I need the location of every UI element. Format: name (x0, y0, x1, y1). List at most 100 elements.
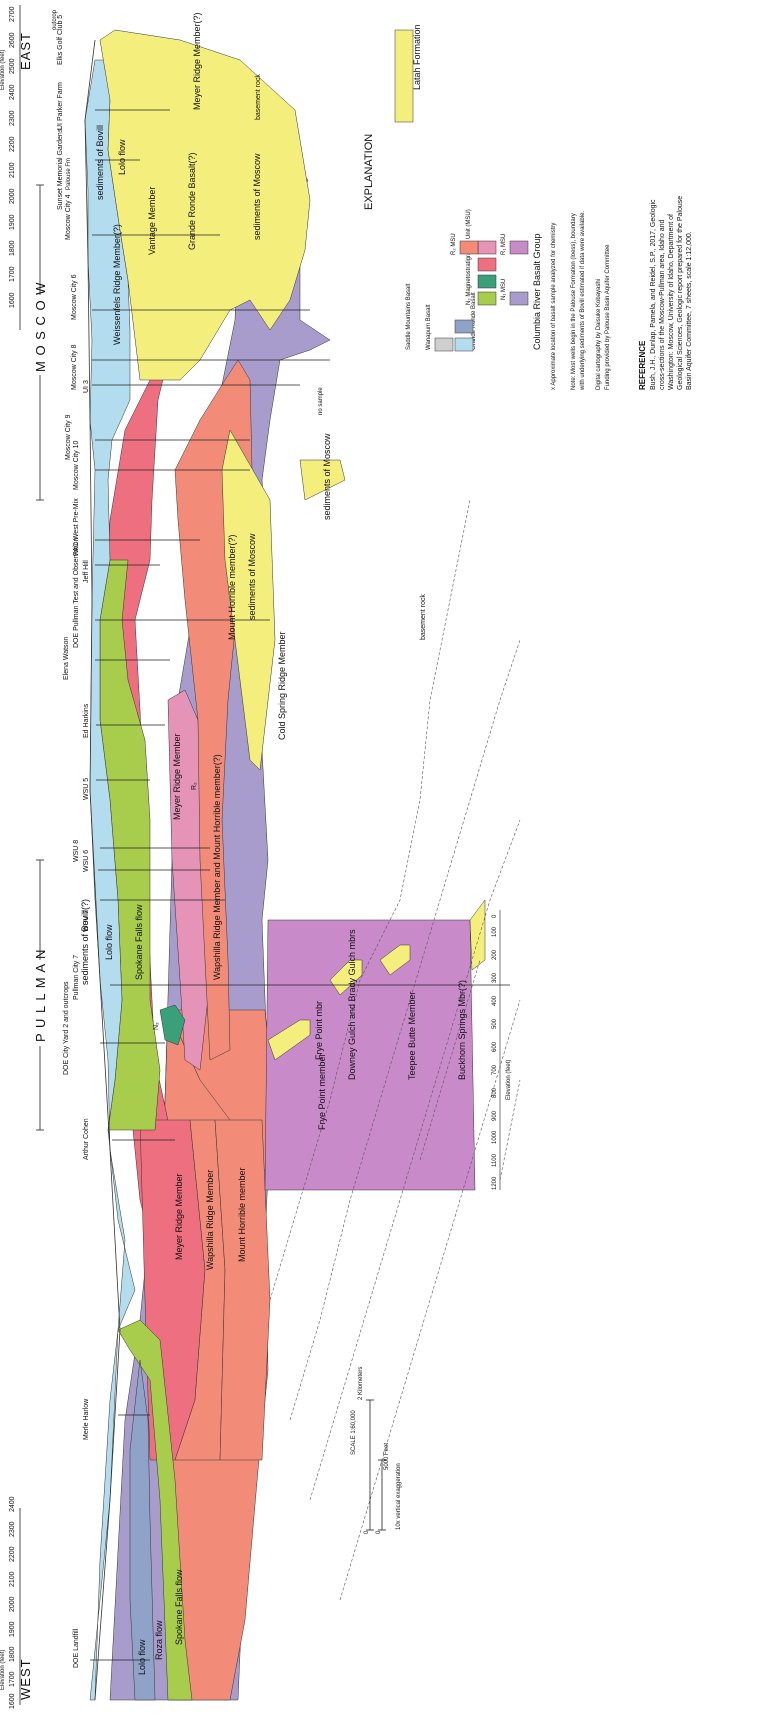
inset-tick: 900 (492, 1110, 498, 1121)
well-label: UI 3 (83, 380, 90, 393)
label-roza-flow: Roza flow (154, 1620, 164, 1660)
well-label: Moscow City 8 (71, 344, 78, 390)
label-frye-point-mbr: Frye Point mbr (314, 1001, 324, 1060)
explanation-r2: R₂ MSU (451, 233, 457, 255)
reference-line-5: Basin Aquifer Committee, 7 sheets, scale… (686, 231, 693, 390)
unit-lower-purple (265, 920, 475, 1190)
label-sediments-moscow-east: sediments of Moscow (322, 433, 332, 520)
explanation-n2: N₂ Magnetostratigraphic Unit (MSU) (466, 209, 472, 305)
well-label: UI Parker Farm (57, 82, 64, 130)
swatch-wanapum-blue (455, 320, 473, 333)
left-tick: 1800 (9, 1646, 16, 1662)
label-wapshilla-ridge-west: Wapshilla Ridge Member (205, 1170, 215, 1270)
right-tick: 2300 (9, 110, 16, 126)
label-frye-point-member: Frye Point member (317, 1053, 327, 1130)
town-pullman: P U L L M A N (32, 860, 48, 1130)
well-label: DOE Landfill (73, 1628, 80, 1668)
label-meyer-ridge-middle: Meyer Ridge Member (172, 733, 182, 820)
town-pullman-label: P U L L M A N (33, 949, 48, 1042)
right-tick: 2200 (9, 136, 16, 152)
label-teepee-butte: Teepee Butte Member (407, 991, 417, 1080)
scale-ft-zero: 0 (376, 1530, 382, 1534)
well-label: Elks Golf Club 5 (57, 15, 64, 65)
label-meyer-ridge-west: Meyer Ridge Member (174, 1173, 184, 1260)
explanation-group: Columbia River Basalt Group (532, 233, 542, 350)
label-basement-rock-middle: basement rock (420, 594, 427, 640)
label-buckhorn-springs: Buckhorn Springs Mbr(?) (457, 980, 467, 1080)
inset-tick: 200 (492, 949, 498, 960)
well-label: Elena Watson (63, 637, 70, 680)
label-n2: N₂ (153, 1022, 160, 1030)
well-label: Moscow City 6 (71, 274, 78, 320)
inset-tick: 500 (492, 1018, 498, 1029)
swatch-n2-teal (478, 275, 496, 288)
right-tick: 1700 (9, 266, 16, 282)
explanation-wanapum: Wanapum Basalt (426, 304, 432, 350)
reference: REFERENCE Bush, J.H., Dunlap, Pamela, an… (638, 196, 693, 390)
well-label: Moscow City 10 (73, 440, 80, 490)
label-downey-gulch: Downey Gulch and Brady Gulch mbrs (347, 929, 357, 1080)
swatch-latah (395, 30, 413, 122)
scale-km: 2 Kilometers (358, 1367, 364, 1400)
explanation-r1: R₁ MSU (501, 234, 507, 255)
right-tick: 2700 (9, 6, 16, 22)
explanation-x-note: x Approximate location of basalt sample … (551, 223, 557, 390)
well-label: Moscow City 4 (65, 194, 72, 240)
cross-section-units (85, 30, 485, 1700)
well-label: Moscow City 9 (65, 414, 72, 460)
left-axis-title: Elevation (feet) (0, 1650, 6, 1690)
town-moscow: M O S C O W (32, 185, 48, 500)
left-tick: 1600 (9, 1693, 16, 1709)
well-label: Arthur Cohen (83, 1118, 90, 1160)
well-labels: DOE Landfill Merle Harlow Arthur Cohen D… (52, 9, 90, 1668)
label-r2: R₂ (191, 782, 198, 790)
explanation-note-2: with underlying sediments of Bovill esti… (580, 211, 586, 391)
swatch-r2-pink (478, 258, 496, 271)
scale-ft: 5000 Feet (384, 1443, 390, 1470)
well-label: WSU 5 (83, 778, 90, 800)
explanation-note-1: Note: Most wells begin in the Palouse Fo… (571, 213, 577, 390)
label-lolo-flow-east: Lolo flow (117, 139, 127, 175)
label-spokane-falls-pullman: Spokane Falls flow (134, 904, 144, 980)
right-tick: 2500 (9, 58, 16, 74)
label-lolo-flow-west: Lolo flow (137, 1639, 147, 1675)
well-label: WSU 6 (83, 850, 90, 872)
label-weissenfels: Weissenfels Ridge Member(?) (112, 224, 122, 345)
explanation-saddle: Saddle Mountains Basalt (406, 283, 412, 350)
label-wapshilla-mount-horrible: Wapshilla Ridge Member and Mount Horribl… (212, 754, 222, 980)
well-label: Sunset Memorial Gardens (57, 128, 64, 210)
well-label: Pullman City 7 (73, 955, 80, 1000)
inset-tick: 700 (492, 1064, 498, 1075)
swatch-r2-light (478, 241, 496, 254)
right-elevation-axis: 2700 2600 2500 2400 2300 2200 2100 2000 … (0, 5, 20, 330)
inset-tick: 0 (492, 914, 498, 918)
explanation-latah: Latah Formation (412, 24, 422, 90)
scale-bar: SCALE 1:60,000 0 2 Kilometers 0 5000 Fee… (351, 1367, 402, 1534)
explanation-n1: N₁ MSU (501, 279, 507, 300)
scale-text: SCALE 1:60,000 (351, 1410, 357, 1455)
left-tick: 1900 (9, 1621, 16, 1637)
reference-line-1: Bush, J.H., Dunlap, Pamela, and Reidel, … (650, 199, 657, 390)
explanation: EXPLANATION Columbia River Basalt Group … (363, 24, 611, 391)
reference-line-4: Geological Sciences, Geologic report pre… (677, 196, 684, 390)
label-sediments-bovill-q: sediments of Bovill(?) (80, 899, 90, 985)
label-lolo-flow-pullman: Lolo flow (104, 924, 114, 960)
direction-west: WEST (18, 1658, 33, 1700)
inset-tick: 600 (492, 1041, 498, 1052)
swatch-n2-green (478, 292, 496, 305)
well-label: Ed Harkins (83, 703, 90, 738)
label-sediments-moscow-far-east: sediments of Moscow (252, 153, 262, 240)
right-tick: 1800 (9, 240, 16, 256)
well-label: Merle Harlow (83, 1398, 90, 1440)
unit-lower-yellow-4 (470, 900, 485, 970)
label-downey-gulch-text: Downey Gulch and Brady Gulch mbrs (347, 929, 357, 1080)
inset-tick: 100 (492, 926, 498, 937)
left-tick: 2200 (9, 1546, 16, 1562)
inset-elevation-axis: 1200 1100 1000 900 800 700 600 500 400 3… (492, 910, 512, 1190)
inset-tick: 1100 (492, 1153, 498, 1167)
explanation-credit-2: Funding provided by Palouse Basin Aquife… (605, 244, 611, 390)
swatch-saddle (435, 338, 453, 351)
label-basement-rock-east: basement rock (255, 74, 262, 120)
